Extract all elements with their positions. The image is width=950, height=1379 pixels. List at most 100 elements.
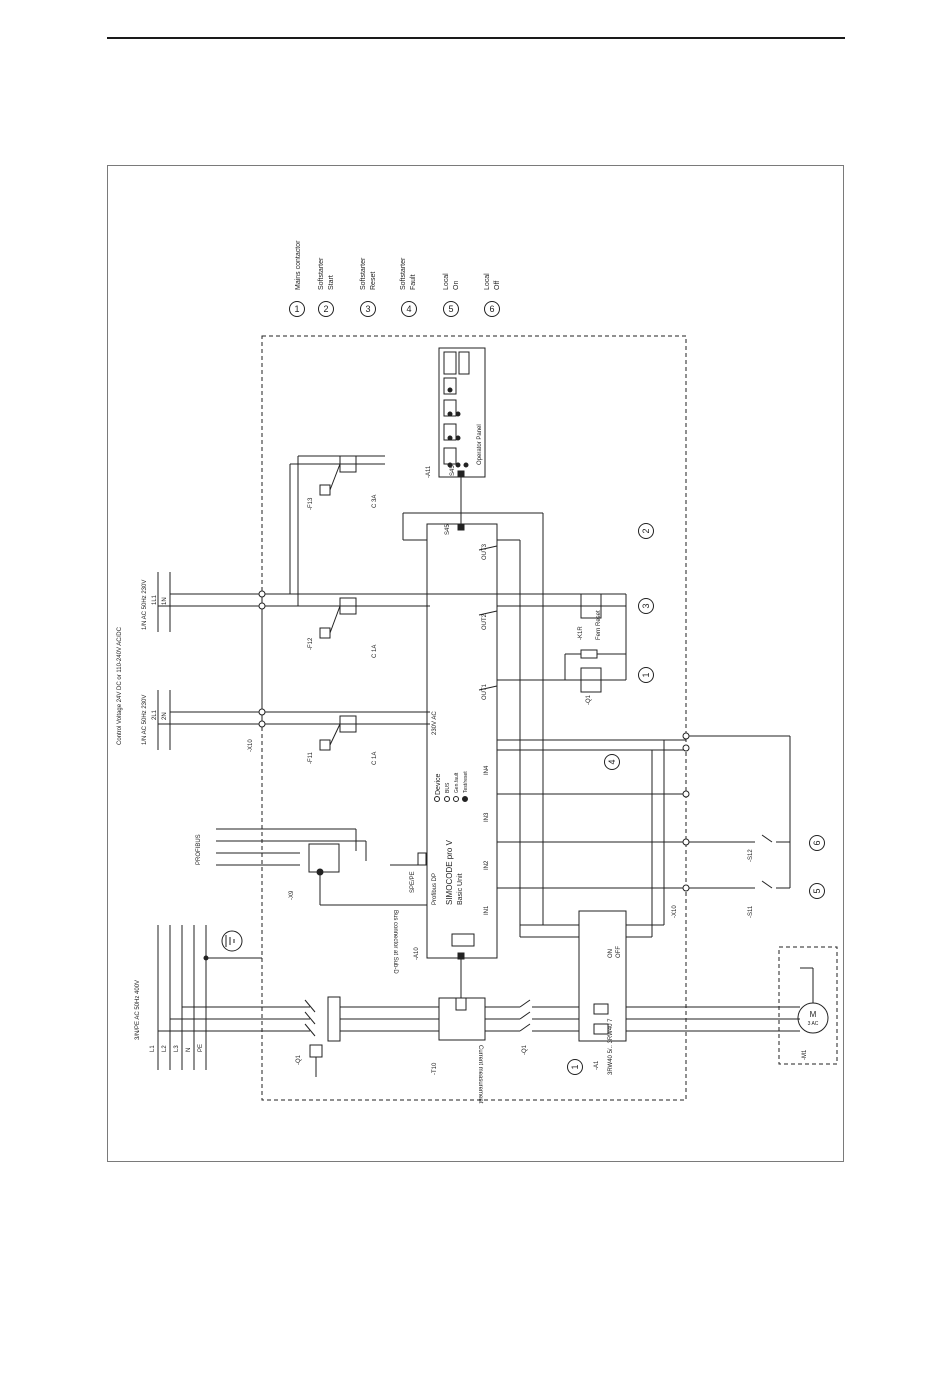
simocode-basic-unit: [385, 477, 686, 998]
in1-label: IN1: [484, 905, 490, 915]
c1a2-label: C 1A: [372, 645, 378, 658]
x9-label: -X9: [289, 890, 295, 900]
legend-text-6b: Off: [494, 281, 501, 290]
a11-label: -A11: [426, 465, 432, 478]
fern-reset-label: Fern Reset: [596, 610, 602, 640]
fuse-f11: [319, 715, 357, 751]
s11-label: -S11: [748, 905, 754, 918]
legend-num-1: 1: [294, 304, 299, 314]
local-switches: [686, 735, 791, 889]
legend-text-2a: Softstarter: [318, 257, 325, 290]
legend-text-4a: Softstarter: [400, 257, 407, 290]
s45-panel-label: S45: [450, 465, 456, 476]
phase-l3: L3: [174, 1045, 180, 1052]
profibus-label: PROFIBUS: [196, 834, 202, 865]
t10-label: -T10: [432, 1062, 438, 1075]
legend-text-1a: Mains contactor: [295, 240, 302, 290]
legend-text-5b: On: [453, 281, 460, 290]
a10-label: -A10: [414, 947, 420, 960]
motor-sub: 3 AC: [808, 1021, 819, 1027]
legend-num-3: 3: [365, 304, 370, 314]
c3a-label: C 3A: [372, 495, 378, 508]
motor-boundary: [778, 946, 838, 1065]
callout-4: 4: [607, 759, 617, 764]
top-rule: [107, 37, 845, 39]
profibus-dp-label: Profibus DP: [432, 873, 438, 905]
out2-label: OUT2: [482, 613, 488, 630]
supply2-label: 1/N AC 50Hz 230V: [142, 695, 148, 745]
230v-label: 230V AC: [432, 711, 438, 735]
diagram-frame: [107, 165, 844, 1162]
profibus-connector: [216, 828, 390, 906]
device-label: Device: [435, 773, 442, 795]
legend-text-3b: Reset: [370, 272, 377, 290]
motor-m1: [797, 967, 829, 1034]
phase-pe: PE: [198, 1044, 204, 1052]
s45-label: S45: [445, 524, 451, 535]
legend: [289, 301, 500, 317]
operator-panel-label: Operator Panel: [477, 424, 483, 465]
in4-label: IN4: [484, 765, 490, 775]
legend-text-5a: Local: [443, 273, 450, 290]
callout-6: 6: [812, 840, 822, 845]
phase-n: N: [186, 1048, 192, 1052]
k1r-label: -K1R: [578, 626, 584, 640]
fuse-f13: [289, 455, 385, 606]
callout-1b: 1: [570, 1064, 580, 1069]
operator-panel: [438, 347, 486, 478]
in2-label: IN2: [484, 860, 490, 870]
supply-lines: [157, 572, 626, 1070]
legend-num-4: 4: [406, 304, 411, 314]
legend-num-6: 6: [489, 304, 494, 314]
callout-3: 3: [641, 603, 651, 608]
f12-label: -F12: [308, 637, 314, 650]
a1-type-label: 3RW40 5/.. 3RW40 7: [608, 1018, 614, 1075]
supply1-label: 1/N AC 50Hz 230V: [142, 580, 148, 630]
in3-label: IN3: [484, 812, 490, 822]
mains-label: 3/N/PE AC 50Hz 400V: [135, 980, 141, 1040]
softstarter-a1: [519, 540, 800, 1042]
callout-2: 2: [641, 528, 651, 533]
f13-label: -F13: [308, 497, 314, 510]
out3-label: OUT3: [482, 543, 488, 560]
gen-fault-label: Gen.fault: [454, 772, 460, 793]
out1-label: OUT1: [482, 683, 488, 700]
simocode-label: SIMOCODE pro V: [445, 839, 454, 905]
q1-label: -Q1: [296, 1054, 302, 1065]
spe-label: SPE/PE: [410, 871, 416, 893]
control-voltage-label: Control Voltage 24V DC or 110-240V AC/DC: [117, 626, 123, 745]
c1a-label: C 1A: [372, 752, 378, 765]
test-reset-label: Test/reset: [463, 771, 469, 793]
current-measurement: [438, 997, 520, 1041]
q1b-label: -Q1: [522, 1044, 528, 1055]
x10-label: -X10: [248, 739, 254, 752]
legend-num-5: 5: [448, 304, 453, 314]
current-measurement-label: Current measurement: [477, 1045, 483, 1104]
x10b-label: -X10: [672, 905, 678, 918]
f11-label: -F11: [308, 751, 314, 764]
callouts: [567, 523, 825, 1075]
callout-5: 5: [812, 888, 822, 893]
q1-coil-label: -Q1: [586, 694, 592, 705]
mains-contactor: [519, 593, 627, 1032]
legend-text-4b: Fault: [410, 274, 417, 290]
off-label: OFF: [616, 946, 622, 958]
s12-label: -S12: [748, 849, 754, 862]
m1-label: -M1: [802, 1049, 808, 1060]
basic-unit-label: Basic Unit: [457, 873, 464, 905]
phase-l1: L1: [150, 1045, 156, 1052]
on-label: ON: [608, 949, 614, 958]
l2-label: 2N: [162, 712, 168, 720]
legend-num-2: 2: [323, 304, 328, 314]
cabinet-boundary: [261, 335, 687, 1101]
l1-label: 1N: [162, 597, 168, 605]
main-switch-q1: [304, 996, 439, 1077]
callout-1: 1: [641, 672, 651, 677]
n2-label: 2L1: [152, 709, 158, 720]
phase-l2: L2: [162, 1045, 168, 1052]
n1-label: 1L1: [152, 594, 158, 605]
motor-symbol: M: [810, 1010, 817, 1019]
bus-connector-label: Bus connector at Sub-D: [392, 910, 398, 974]
a1-label: -A1: [594, 1060, 600, 1070]
